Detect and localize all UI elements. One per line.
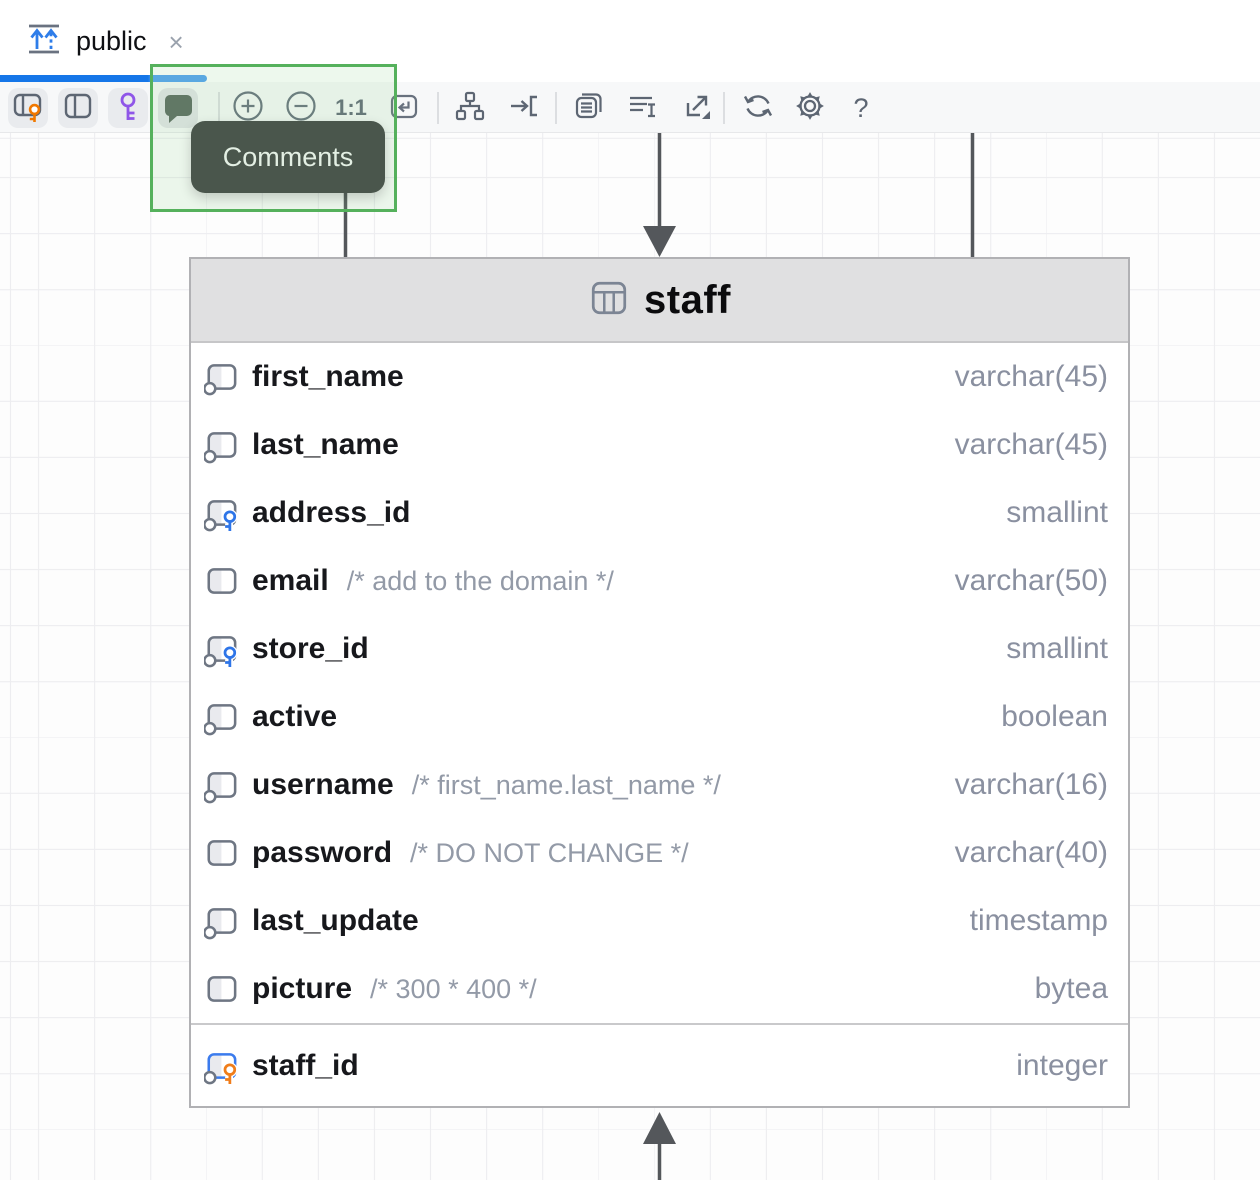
column-comment: /* add to the domain */ (346, 565, 614, 596)
column-pk-icon (204, 1047, 242, 1085)
entity-table-staff[interactable]: staff first_name varchar(45) last_name v… (189, 257, 1130, 1108)
close-icon[interactable]: × (168, 26, 184, 57)
hierarchy-layout-icon (453, 89, 487, 128)
export-button[interactable] (676, 88, 716, 128)
column-comment: /* first_name.last_name */ (411, 769, 721, 800)
table-row[interactable]: store_id smallint (191, 615, 1128, 683)
fit-content-icon (387, 89, 421, 128)
table-row[interactable]: picture /* 300 * 400 */ bytea (191, 955, 1128, 1023)
table-row[interactable]: email /* add to the domain */ varchar(50… (191, 547, 1128, 615)
column-name: username (252, 768, 394, 801)
toolbar-separator (437, 92, 439, 124)
table-row[interactable]: last_update timestamp (191, 887, 1128, 955)
columns-icon (61, 89, 95, 128)
column-name: last_update (252, 904, 419, 937)
column-type: varchar(50) (954, 564, 1108, 597)
column-notnull-icon (204, 358, 242, 396)
column-notnull-icon (204, 698, 242, 736)
show-keys-button[interactable] (108, 88, 148, 128)
show-columns-button[interactable] (58, 88, 98, 128)
table-row[interactable]: active boolean (191, 683, 1128, 751)
export-icon (679, 89, 713, 128)
table-title: staff (644, 277, 731, 322)
column-type: smallint (1006, 632, 1108, 665)
column-type: bytea (1034, 972, 1108, 1005)
zoom-out-icon (284, 89, 318, 128)
column-type: timestamp (969, 904, 1108, 937)
column-name: first_name (252, 360, 404, 393)
table-header[interactable]: staff (191, 259, 1128, 343)
zoom-out-button[interactable] (281, 88, 321, 128)
column-type: varchar(40) (954, 836, 1108, 869)
table-row[interactable]: first_name varchar(45) (191, 343, 1128, 411)
column-icon (204, 562, 242, 600)
table-key-icon (11, 89, 45, 128)
layout-button[interactable] (450, 88, 490, 128)
column-icon (204, 834, 242, 872)
table-row[interactable]: staff_id integer (191, 1025, 1128, 1106)
column-name: address_id (252, 496, 411, 529)
show-key-columns-button[interactable] (8, 88, 48, 128)
text-lines-cursor-icon (625, 89, 659, 128)
tab-public[interactable]: public × (26, 24, 184, 59)
settings-button[interactable] (790, 88, 830, 128)
copy-icon (570, 89, 604, 128)
zoom-reset-label: 1:1 (335, 95, 367, 120)
schema-diagram-icon (26, 24, 62, 59)
column-name: last_name (252, 428, 399, 461)
zoom-reset-button[interactable]: 1:1 (331, 88, 371, 128)
column-type: varchar(45) (954, 428, 1108, 461)
column-fk-icon (204, 494, 242, 532)
arrow-into-bracket-icon (507, 89, 541, 128)
tab-label: public (76, 26, 147, 56)
progress-bar (0, 75, 207, 82)
table-row[interactable]: password /* DO NOT CHANGE */ varchar(40) (191, 819, 1128, 887)
help-button[interactable]: ? (841, 88, 881, 128)
column-type: integer (1016, 1048, 1108, 1082)
toolbar-separator (555, 92, 557, 124)
key-icon (111, 89, 145, 128)
column-name: email (252, 564, 329, 597)
comments-tooltip: Comments (191, 121, 385, 193)
toolbar-separator (723, 92, 725, 124)
table-row[interactable]: address_id smallint (191, 479, 1128, 547)
zoom-in-button[interactable] (228, 88, 268, 128)
table-row[interactable]: username /* first_name.last_name */ varc… (191, 751, 1128, 819)
column-type: boolean (1001, 700, 1108, 733)
column-name: store_id (252, 632, 369, 665)
table-row[interactable]: last_name varchar(45) (191, 411, 1128, 479)
column-notnull-icon (204, 426, 242, 464)
comments-button[interactable] (158, 88, 198, 128)
diagram-toolbar: 1:1 (0, 82, 1260, 133)
column-type: smallint (1006, 496, 1108, 529)
column-name: active (252, 700, 338, 733)
refresh-icon (741, 89, 775, 128)
column-type: varchar(16) (954, 768, 1108, 801)
column-type: varchar(45) (954, 360, 1108, 393)
jump-to-source-button[interactable] (504, 88, 544, 128)
column-name: password (252, 836, 393, 869)
gear-icon (793, 89, 827, 128)
column-icon (204, 970, 242, 1008)
help-icon: ? (853, 92, 869, 123)
table-icon (588, 277, 630, 324)
table-columns: first_name varchar(45) last_name varchar… (191, 343, 1128, 1023)
tab-bar: public × (0, 0, 1260, 82)
column-fk-icon (204, 630, 242, 668)
comment-icon (161, 89, 195, 128)
column-comment: /* 300 * 400 */ (370, 973, 537, 1004)
column-name: picture (252, 972, 353, 1005)
column-notnull-icon (204, 902, 242, 940)
fit-content-button[interactable] (384, 88, 424, 128)
copy-diagram-button[interactable] (567, 88, 607, 128)
column-notnull-icon (204, 766, 242, 804)
refresh-button[interactable] (738, 88, 778, 128)
zoom-in-icon (231, 89, 265, 128)
column-name: staff_id (252, 1048, 359, 1082)
column-comment: /* DO NOT CHANGE */ (410, 837, 689, 868)
toolbar-separator (218, 92, 220, 124)
table-primary-key-section: staff_id integer (191, 1023, 1128, 1106)
edit-text-button[interactable] (622, 88, 662, 128)
